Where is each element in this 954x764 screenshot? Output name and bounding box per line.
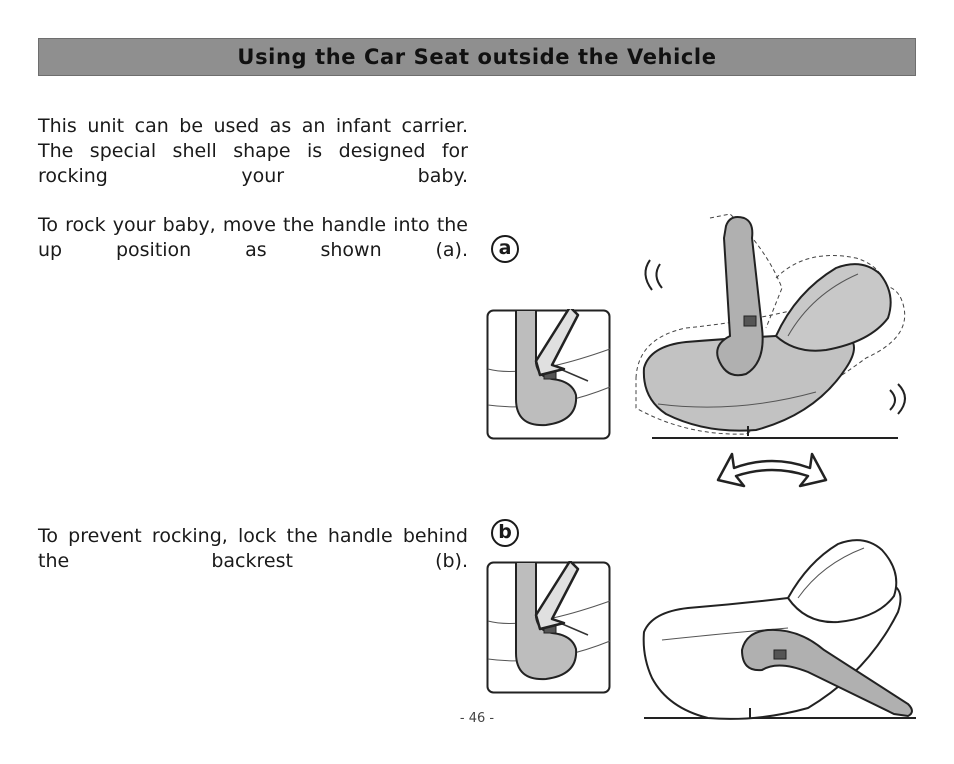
- figure-b-label: b: [491, 519, 519, 547]
- section-title-bar: Using the Car Seat outside the Vehicle: [38, 38, 916, 76]
- figure-b-locked-seat-illustration: [638, 532, 920, 724]
- figure-a-rocking-seat-illustration: [626, 208, 922, 448]
- figure-b-detail-inset: [486, 561, 612, 695]
- figure-a-label: a: [491, 235, 519, 263]
- figure-a-detail-inset: [486, 309, 612, 441]
- intro-paragraph: This unit can be used as an infant carri…: [38, 115, 468, 187]
- rock-instruction-paragraph: To rock your baby, move the handle into …: [38, 214, 468, 261]
- page-number: - 46 -: [459, 711, 495, 726]
- section-title: Using the Car Seat outside the Vehicle: [237, 45, 717, 69]
- rocking-motion-double-arrow-icon: [712, 450, 832, 500]
- lock-instruction-paragraph: To prevent rocking, lock the handle behi…: [38, 525, 468, 572]
